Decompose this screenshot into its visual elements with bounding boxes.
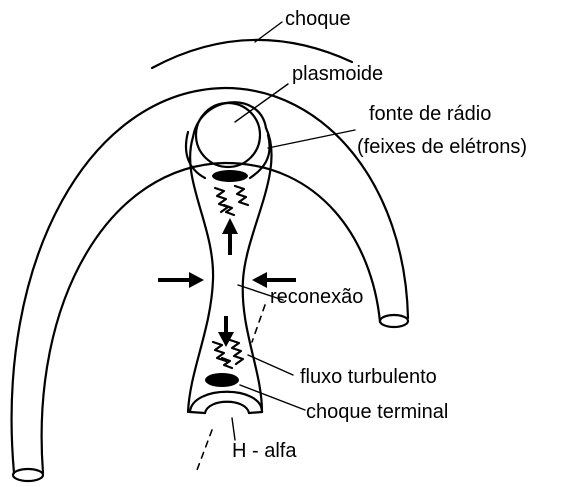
label-shock: choque	[285, 8, 351, 30]
leader-terminal	[240, 385, 305, 410]
inflow-arrow-left-head	[189, 272, 204, 288]
label-terminal-shock: choque terminal	[306, 401, 448, 423]
label-radio-source-line2: (feixes de elétrons)	[357, 136, 527, 158]
turbulence-upper	[215, 186, 248, 215]
dashed-line-upper	[252, 305, 265, 342]
upper-hot-blob	[212, 170, 248, 182]
label-turbulent-flow: fluxo turbulento	[300, 366, 437, 388]
label-radio-source-line1: fonte de rádio	[369, 103, 491, 125]
plasmoid	[196, 103, 260, 167]
leader-halpha	[232, 418, 235, 440]
label-reconnection: reconexão	[270, 286, 363, 308]
upflow-arrow-head	[222, 218, 238, 234]
turbulence-lower	[213, 340, 243, 368]
leader-radio	[268, 130, 355, 148]
dashed-line-lower	[197, 430, 212, 470]
post-flare-loop-inner	[205, 402, 249, 413]
outer-loop-inner-edge	[42, 163, 380, 473]
leader-shock	[255, 22, 282, 42]
outer-loop-left-foot	[13, 469, 43, 481]
outer-loop-right-foot	[380, 315, 408, 327]
current-sheet-right-edge	[243, 128, 272, 412]
inflow-arrow-right-head	[252, 272, 267, 288]
terminal-shock-blob	[205, 373, 239, 387]
label-plasmoid: plasmoide	[292, 63, 383, 85]
label-h-alpha: H - alfa	[232, 440, 296, 462]
